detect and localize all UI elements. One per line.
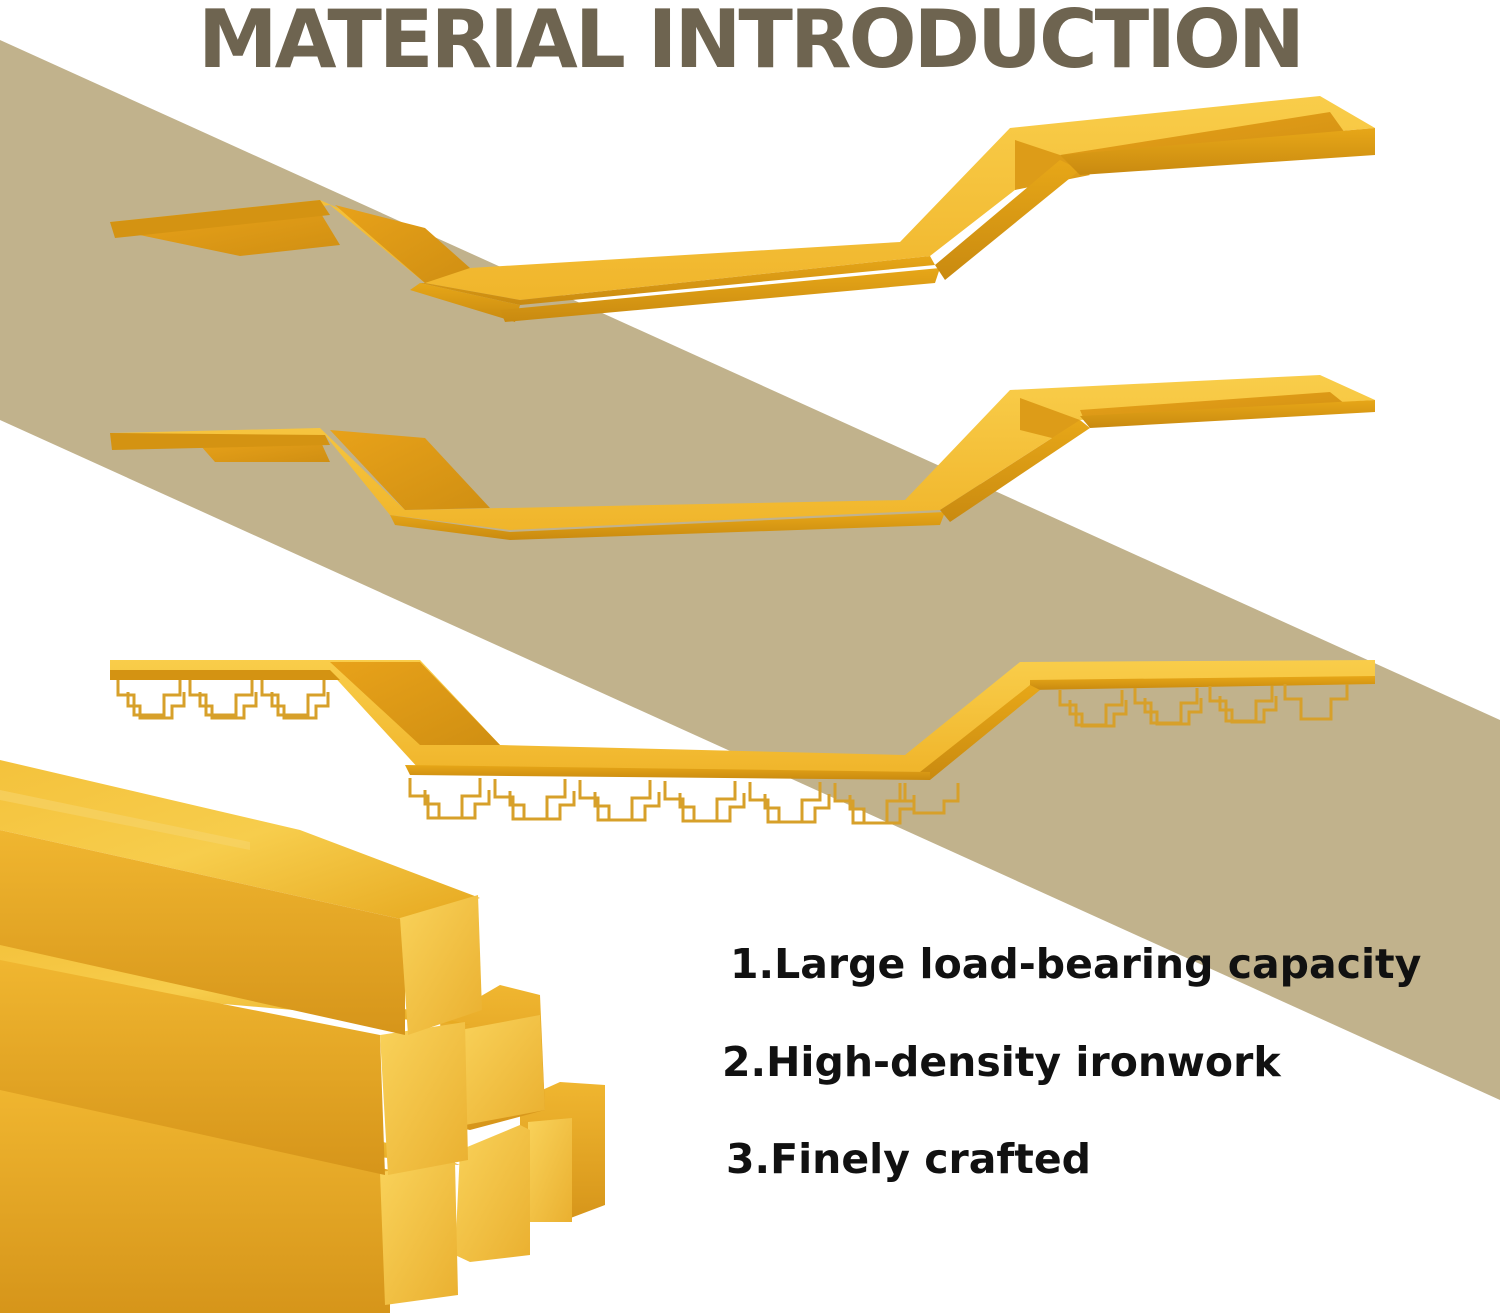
shelf-1-icon [110, 96, 1375, 322]
feature-item-3: 3.Finely crafted [726, 1135, 1091, 1183]
gold-bars-icon [0, 760, 605, 1313]
feature-item-2: 2.High-density ironwork [722, 1038, 1281, 1086]
shelf-2-icon [110, 375, 1375, 540]
shelf-3-wine-rack-icon [110, 660, 1375, 825]
page-title: MATERIAL INTRODUCTION [198, 0, 1305, 86]
diagonal-band [0, 40, 1500, 1100]
feature-item-1: 1.Large load-bearing capacity [730, 940, 1422, 988]
